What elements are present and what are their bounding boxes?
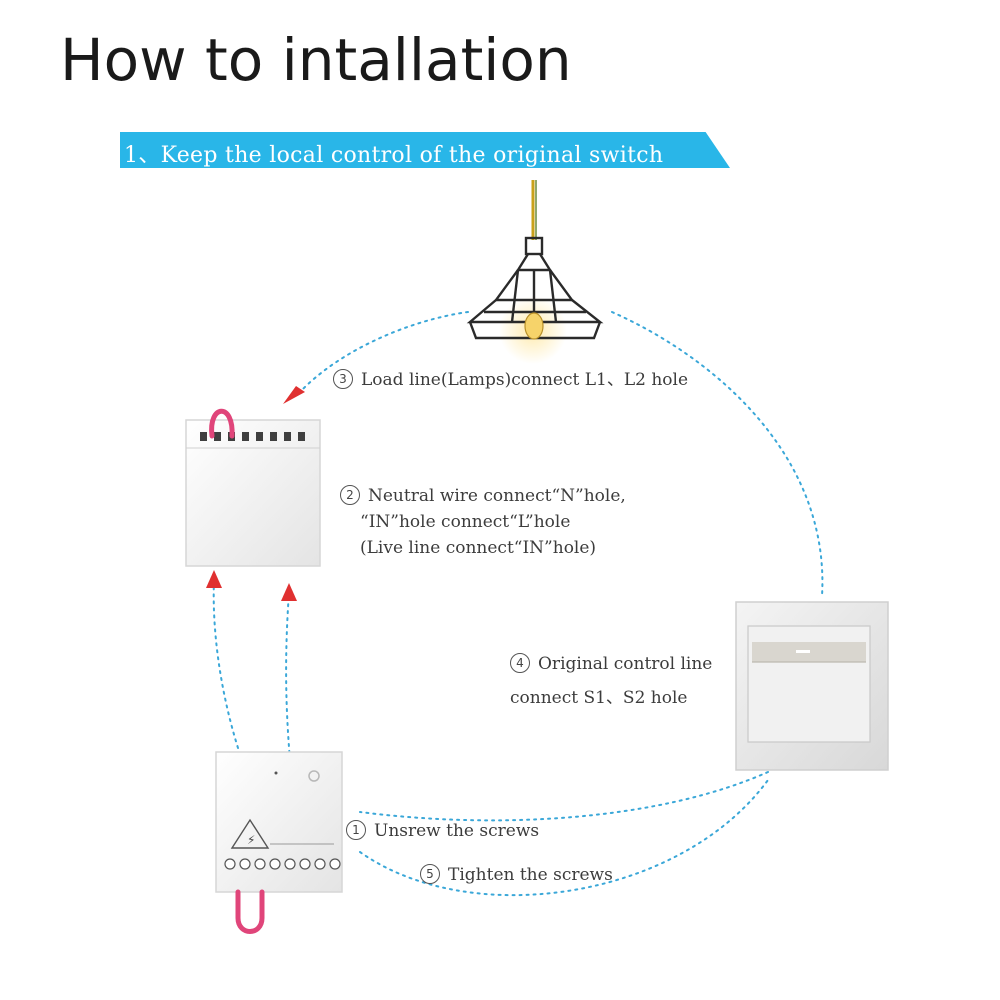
dotted-flow-lines <box>212 311 824 897</box>
path-bottom-to-switch <box>359 779 769 897</box>
pendant-lamp-icon <box>466 180 604 364</box>
step-3-text: Load line(Lamps)connect L1、L2 hole <box>361 370 689 390</box>
path-bottom-to-module-right <box>285 591 291 761</box>
step-number: 5 <box>420 864 440 884</box>
step-4-line1: Original control line <box>538 654 713 674</box>
path-switch-to-bottom-module <box>359 771 769 822</box>
step-number: 4 <box>510 653 530 673</box>
wall-switch-icon <box>735 601 889 771</box>
step-2-line2: “IN”hole connect“L”hole <box>360 512 571 532</box>
banner-text: 1、Keep the local control of the original… <box>124 143 664 168</box>
step-3-label: 3 Load line(Lamps)connect L1、L2 hole <box>333 367 688 393</box>
smart-module-bottom-icon: ⚡ <box>215 751 343 934</box>
step-banner: 1、Keep the local control of the original… <box>120 132 730 168</box>
smart-module-top-icon <box>185 408 321 567</box>
path-lamp-to-module <box>299 311 469 393</box>
step-2-label: 2 Neutral wire connect“N”hole, “IN”hole c… <box>340 483 626 561</box>
page-title: How to intallation <box>60 26 572 94</box>
step-5-text: Tighten the screws <box>448 865 613 885</box>
step-number: 3 <box>333 369 353 389</box>
step-number: 2 <box>340 485 360 505</box>
step-1-text: Unsrew the screws <box>374 821 540 841</box>
step-5-label: 5 Tighten the screws <box>420 862 613 888</box>
path-lamp-to-switch <box>611 311 824 597</box>
step-number: 1 <box>346 820 366 840</box>
flow-arrows <box>206 386 305 601</box>
arrow-icon <box>281 583 297 601</box>
step-1-label: 1 Unsrew the screws <box>346 818 539 844</box>
step-2-line1: Neutral wire connect“N”hole, <box>368 486 626 506</box>
step-4-line2: connect S1、S2 hole <box>510 688 688 708</box>
arrow-icon <box>206 570 222 588</box>
step-2-line3: (Live line connect“IN”hole) <box>360 538 597 558</box>
step-4-label: 4 Original control line connect S1、S2 hol… <box>510 647 712 715</box>
svg-text:⚡: ⚡ <box>247 833 255 847</box>
arrow-icon <box>283 386 305 404</box>
path-bottom-to-module-left <box>212 579 239 749</box>
